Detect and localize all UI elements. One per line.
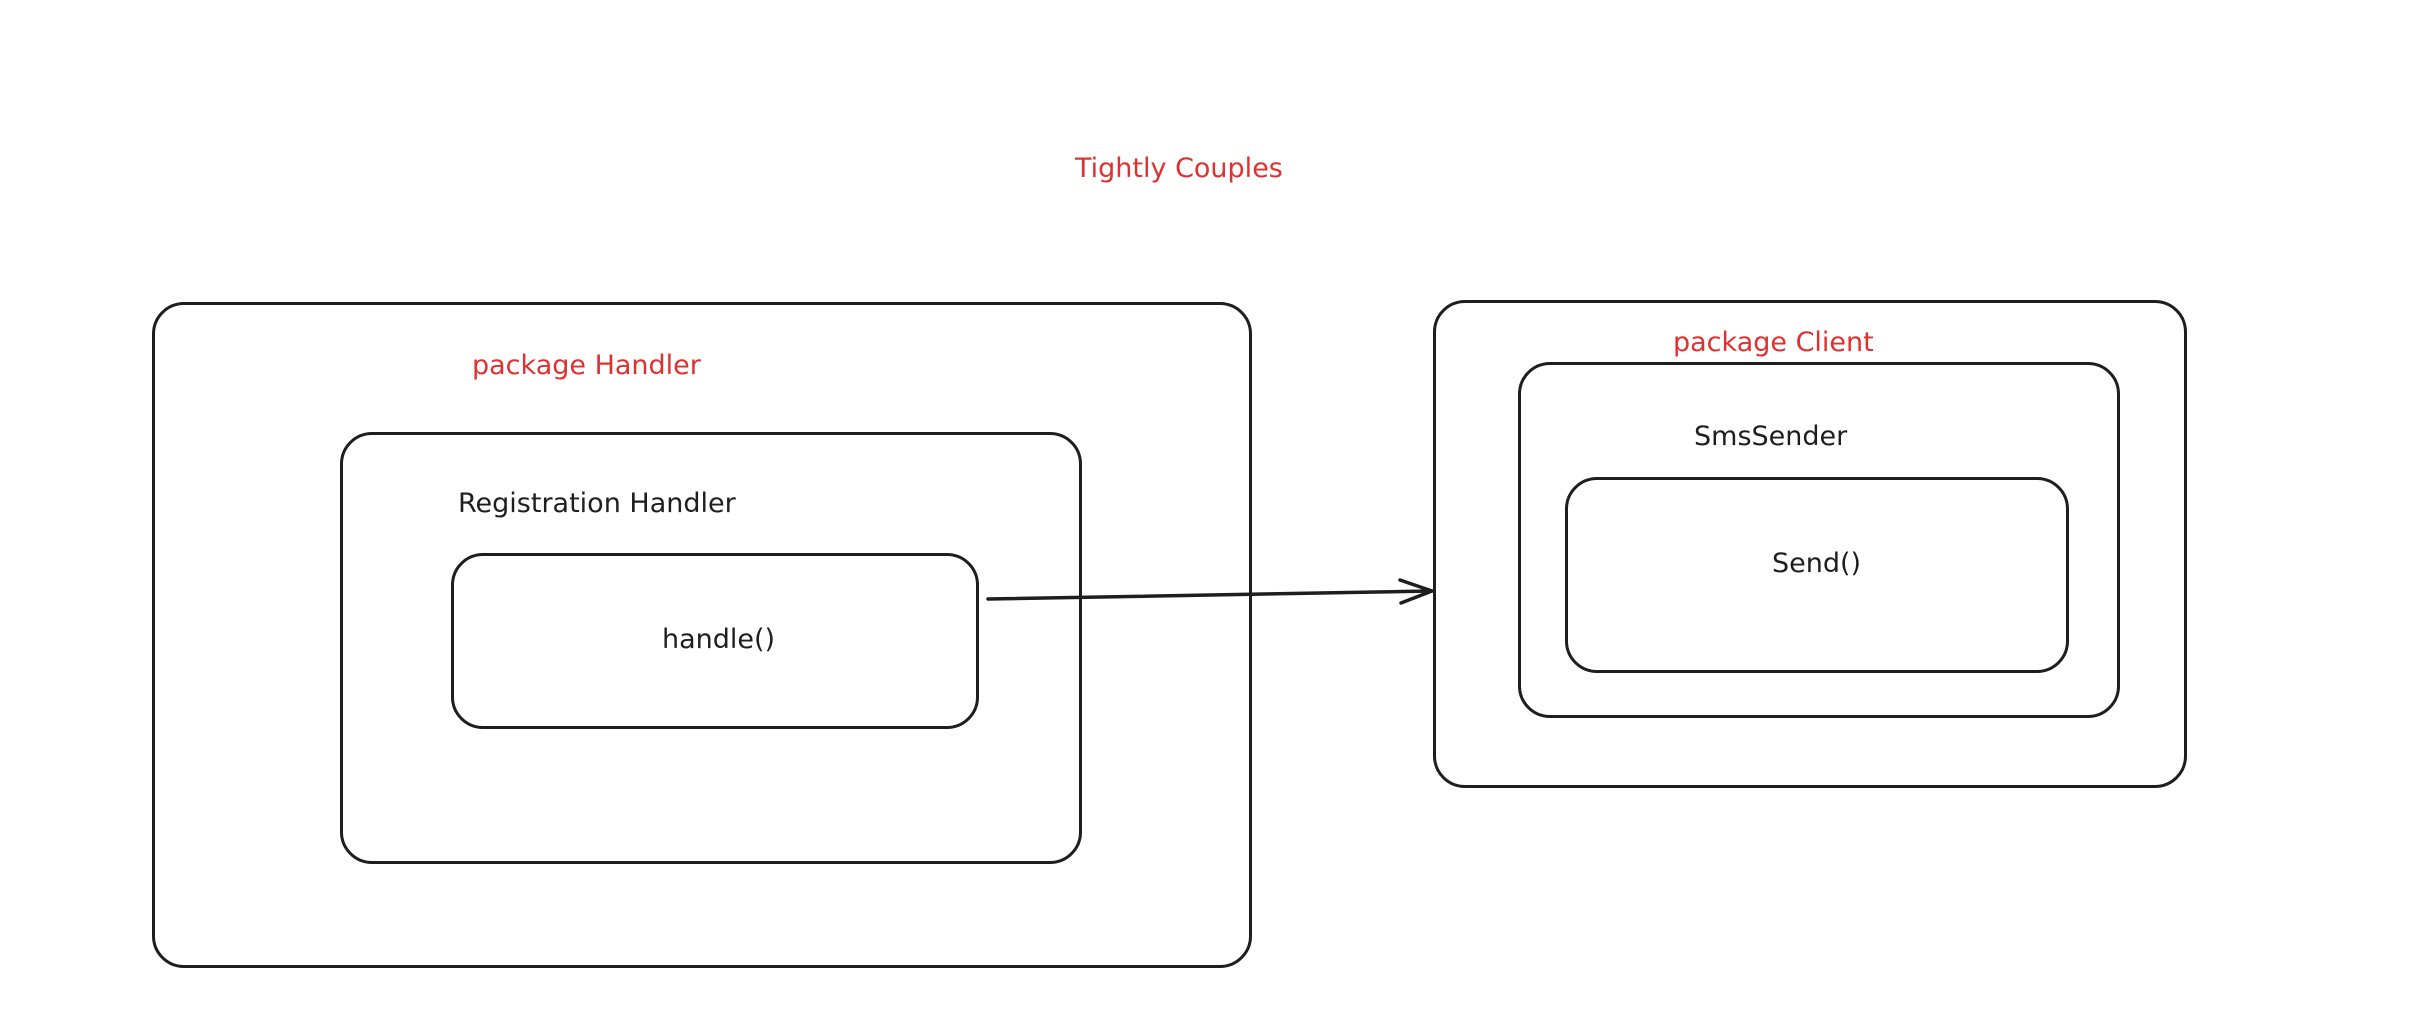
- handle-method-box: [451, 553, 979, 729]
- registration-handler-label: Registration Handler: [458, 488, 736, 519]
- diagram-title: Tightly Couples: [1075, 153, 1283, 184]
- registration-handler-box: [340, 432, 1082, 864]
- handler-package-label: package Handler: [472, 350, 701, 381]
- client-package-label: package Client: [1673, 327, 1874, 358]
- send-method-label: Send(): [1772, 548, 1862, 579]
- handler-package-box: [152, 302, 1252, 968]
- sms-sender-box: [1518, 362, 2120, 718]
- client-package-box: [1433, 300, 2187, 788]
- arrow-head-icon: [1398, 578, 1434, 605]
- send-method-box: [1565, 477, 2069, 673]
- handle-method-label: handle(): [662, 624, 776, 655]
- sms-sender-label: SmsSender: [1694, 421, 1848, 452]
